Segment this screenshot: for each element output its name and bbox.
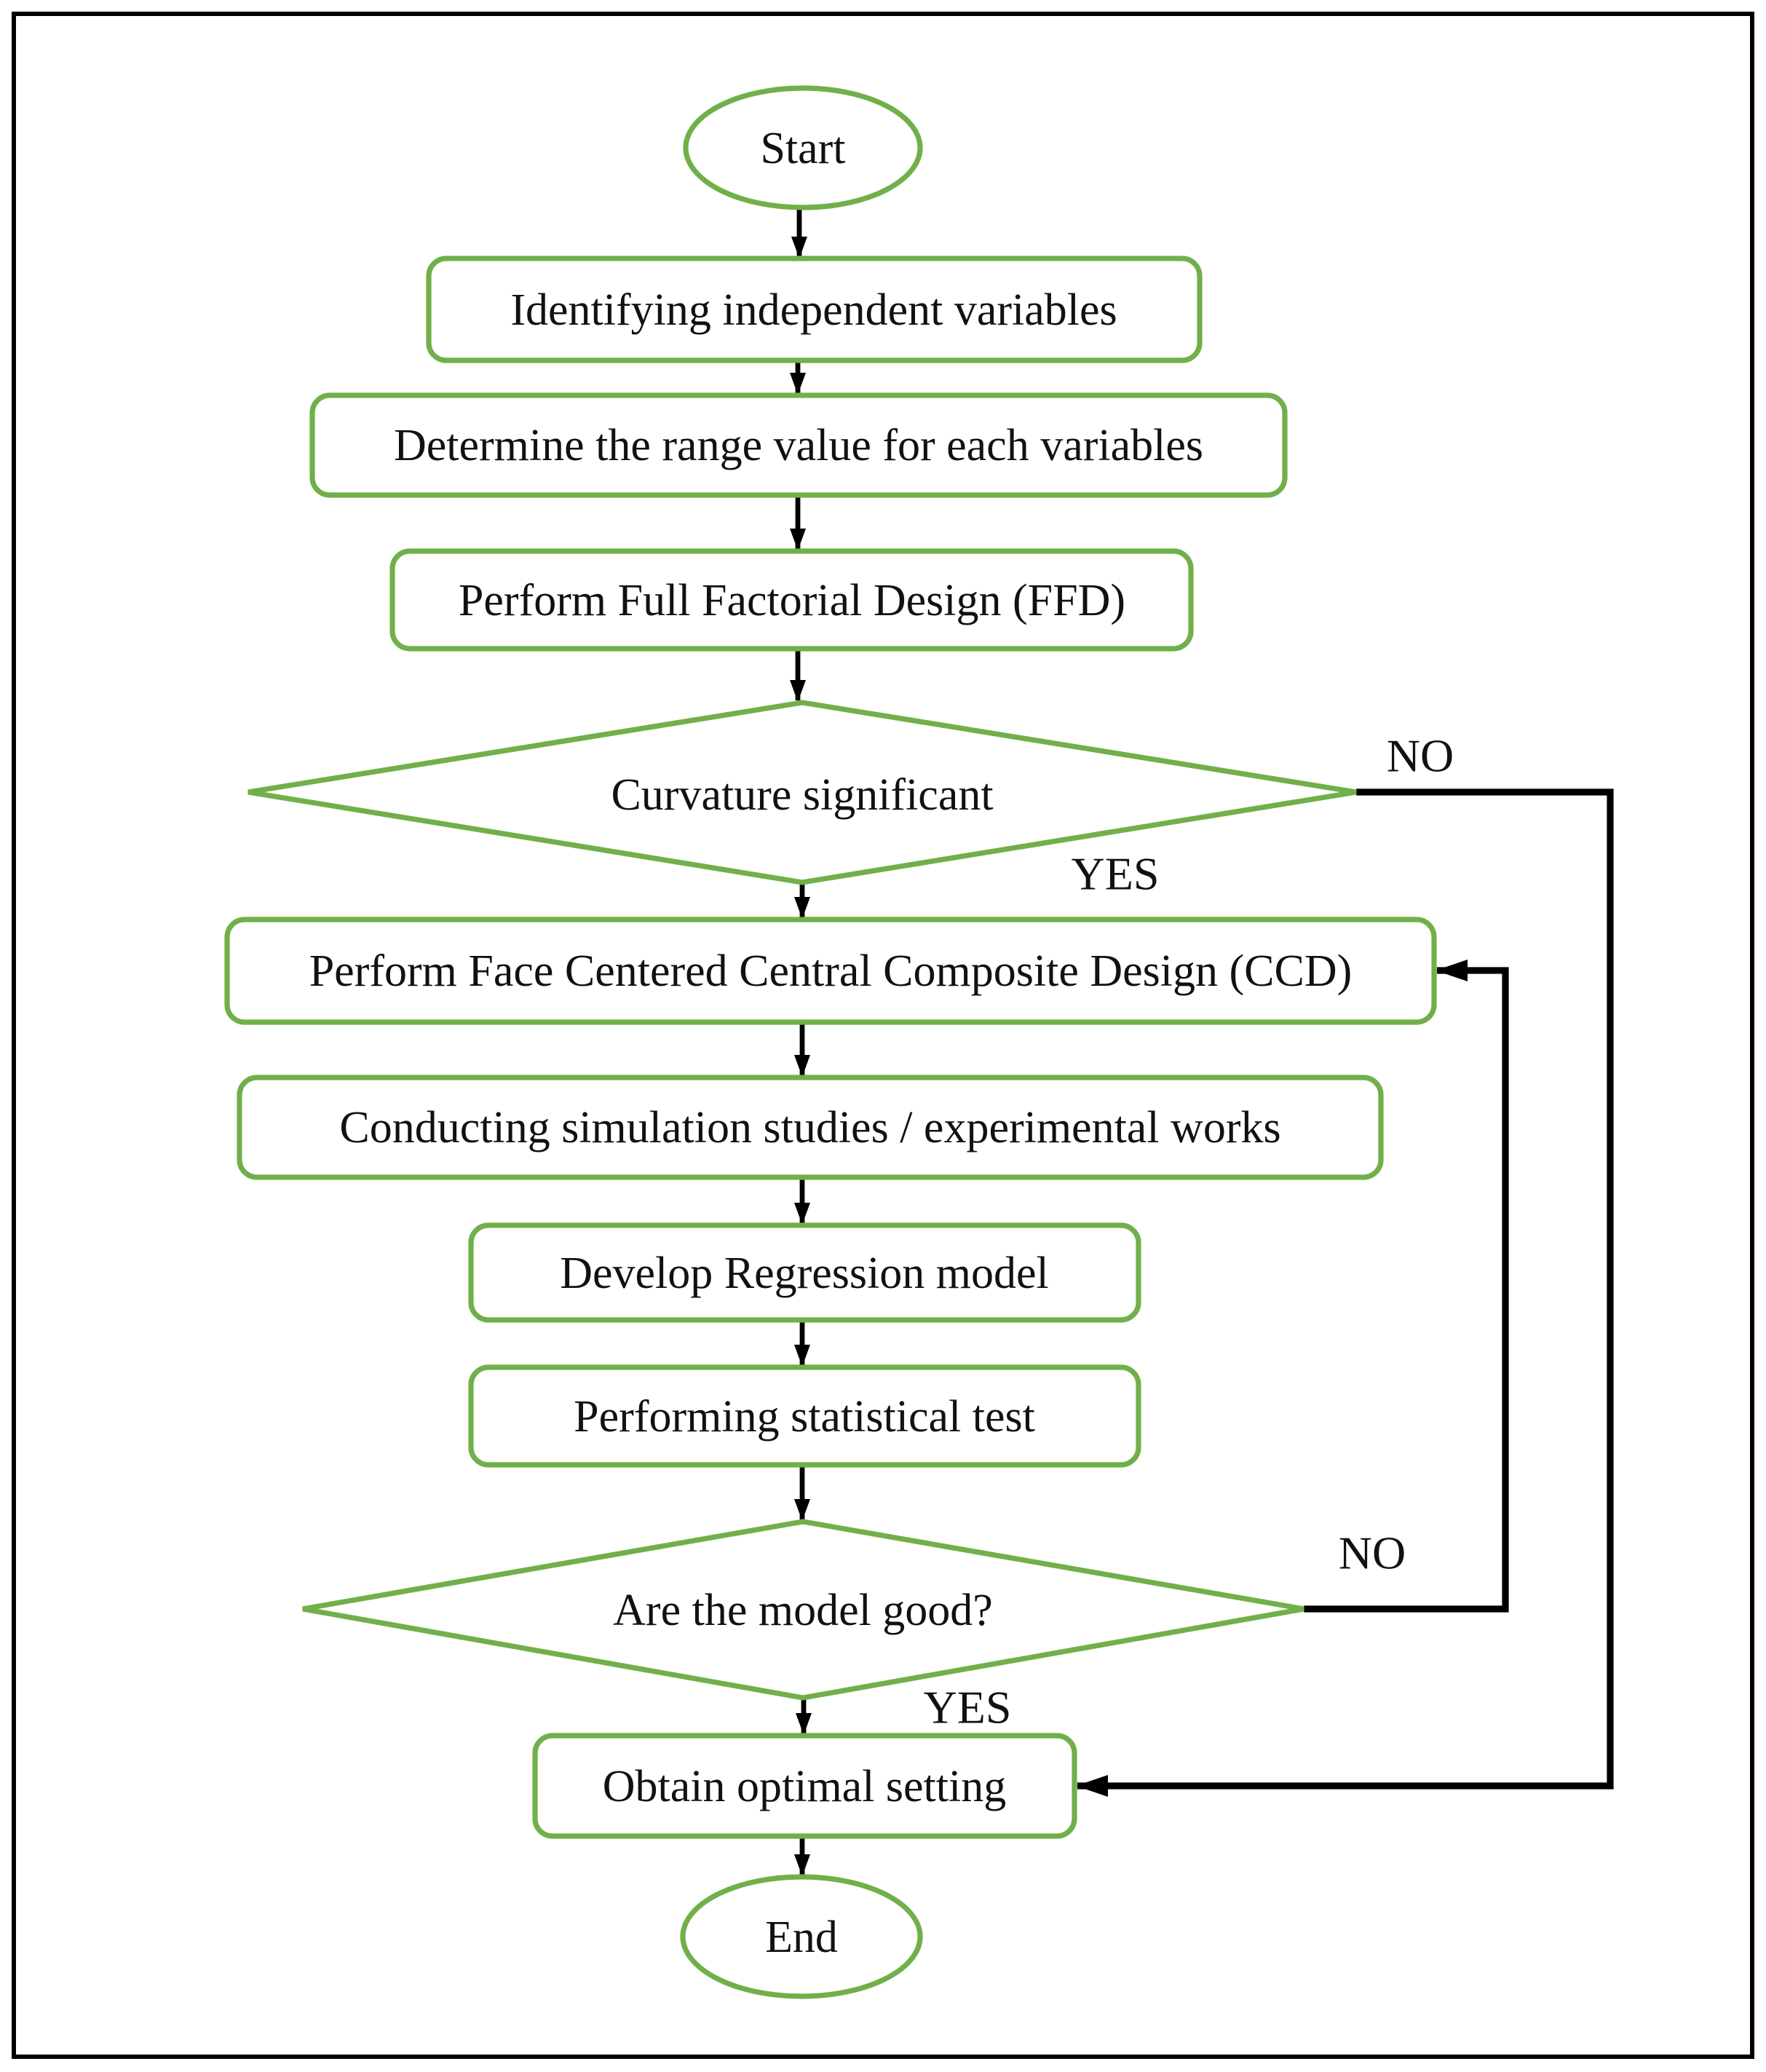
modelgood-label: Are the model good?	[613, 1586, 993, 1635]
node-start: Start	[683, 85, 923, 210]
identify-process-shape	[426, 256, 1203, 363]
node-ccd: Perform Face Centered Central Composite …	[224, 917, 1437, 1025]
edge-label-curvature-yes: YES	[1072, 848, 1160, 900]
node-regression-model: Develop Regression model	[468, 1222, 1141, 1323]
optimal-process-shape	[532, 1733, 1077, 1839]
curvature-decision-shape	[248, 700, 1357, 885]
range-label: Determine the range value for each varia…	[394, 421, 1203, 470]
node-modelgood-decision: Are the model good?	[302, 1519, 1304, 1701]
identify-label: Identifying independent variables	[510, 285, 1117, 335]
node-statistical-test: Performing statistical test	[468, 1364, 1141, 1468]
ffd-process-shape	[389, 548, 1194, 652]
node-ffd: Perform Full Factorial Design (FFD)	[389, 548, 1194, 652]
edge-label-model-yes: YES	[924, 1682, 1012, 1733]
ffd-label: Perform Full Factorial Design (FFD)	[459, 576, 1125, 625]
start-label: Start	[760, 124, 845, 173]
modelgood-decision-shape	[302, 1519, 1304, 1701]
simulation-label: Conducting simulation studies / experime…	[339, 1103, 1280, 1152]
node-range-value: Determine the range value for each varia…	[309, 392, 1288, 498]
regression-label: Develop Regression model	[560, 1249, 1049, 1298]
curvature-label: Curvature significant	[611, 770, 993, 820]
start-terminator-shape	[683, 85, 923, 210]
statistical-process-shape	[468, 1364, 1141, 1468]
regression-process-shape	[468, 1222, 1141, 1323]
node-optimal-setting: Obtain optimal setting	[532, 1733, 1077, 1839]
ccd-label: Perform Face Centered Central Composite …	[309, 946, 1353, 996]
simulation-process-shape	[237, 1075, 1384, 1180]
node-identify-variables: Identifying independent variables	[426, 256, 1203, 363]
optimal-label: Obtain optimal setting	[603, 1762, 1007, 1811]
edge-label-curvature-no: NO	[1387, 730, 1454, 782]
node-curvature-decision: Curvature significant	[248, 700, 1357, 885]
end-terminator-shape	[680, 1874, 923, 1999]
statistical-label: Performing statistical test	[574, 1392, 1035, 1442]
edge-label-model-no: NO	[1339, 1527, 1406, 1579]
end-label: End	[765, 1913, 838, 1962]
connector-curvature-no-loop	[1076, 788, 1614, 1797]
connector-modelgood-no-loop	[1304, 960, 1509, 1613]
ccd-process-shape	[224, 917, 1437, 1025]
range-process-shape	[309, 392, 1288, 498]
figure-border	[12, 12, 1754, 2059]
node-simulation-studies: Conducting simulation studies / experime…	[237, 1075, 1384, 1180]
node-end: End	[680, 1874, 923, 1999]
